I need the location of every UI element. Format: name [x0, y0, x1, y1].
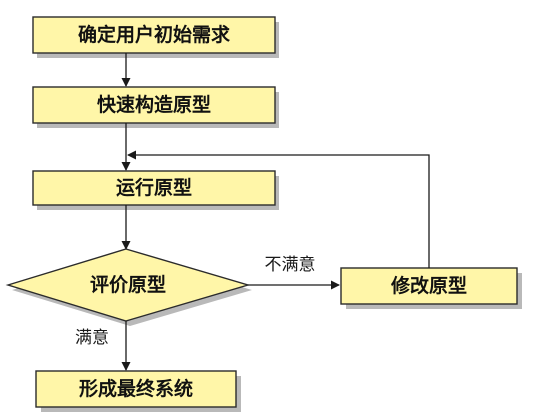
node-build-prototype-label: 快速构造原型 — [97, 93, 211, 116]
node-run-prototype-label: 运行原型 — [116, 176, 192, 199]
node-evaluate-prototype-label: 评价原型 — [90, 273, 166, 296]
node-run-prototype-box — [32, 170, 276, 206]
node-requirements: 确定用户初始需求 — [32, 16, 279, 58]
edge-label-unsatisfied: 不满意 — [265, 255, 316, 275]
node-final-system-box — [35, 370, 237, 408]
node-build-prototype: 快速构造原型 — [32, 86, 279, 128]
node-modify-prototype: 修改原型 — [340, 267, 522, 309]
node-final-system-label: 形成最终系统 — [79, 377, 193, 400]
node-requirements-box — [32, 16, 276, 54]
edge-label-satisfied: 满意 — [75, 328, 109, 348]
node-modify-prototype-box — [340, 267, 518, 305]
node-evaluate-prototype: 评价原型 — [5, 248, 252, 326]
node-modify-prototype-label: 修改原型 — [390, 274, 467, 297]
node-requirements-label: 确定用户初始需求 — [78, 23, 231, 46]
node-final-system: 形成最终系统 — [35, 370, 241, 412]
edge-modify-to-run-feedback — [127, 150, 430, 268]
node-build-prototype-box — [32, 86, 276, 124]
node-run-prototype: 运行原型 — [32, 170, 279, 210]
